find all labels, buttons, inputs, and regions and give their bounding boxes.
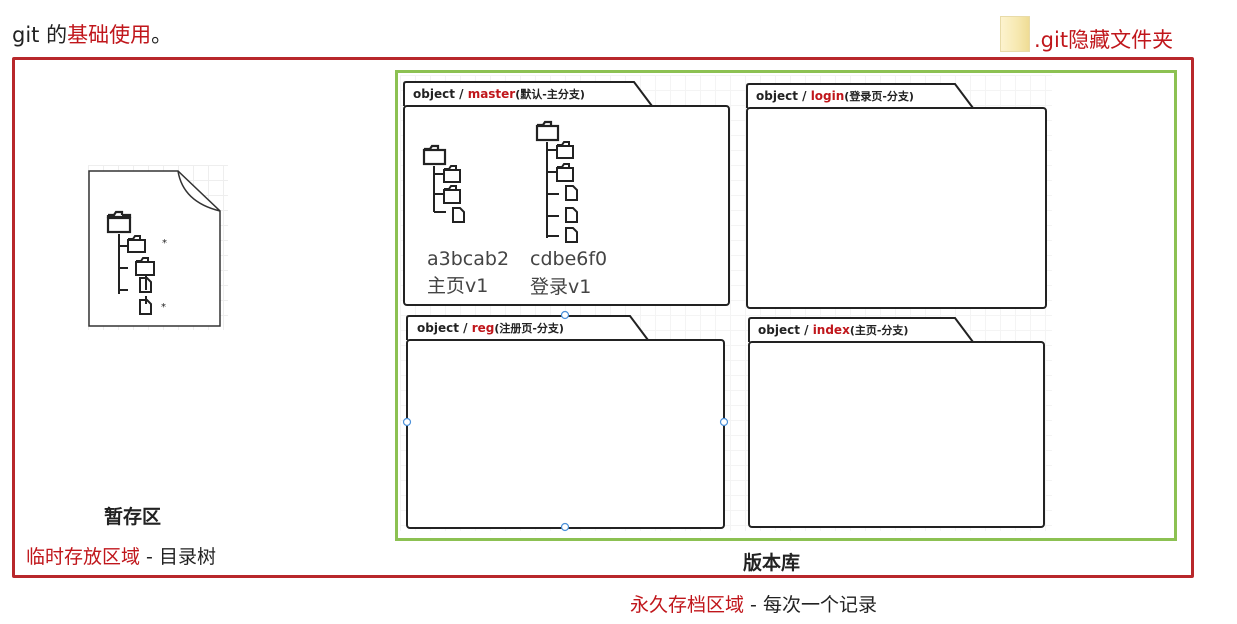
file-icon bbox=[452, 207, 465, 223]
staging-tree: * * bbox=[106, 210, 167, 315]
folder-icon bbox=[422, 144, 447, 166]
staging-label: 暂存区 bbox=[104, 506, 162, 528]
file-icon bbox=[139, 299, 152, 315]
branch-tab-label: object / login(登录页-分支) bbox=[756, 89, 914, 103]
branch-folder-master: object / master(默认-主分支) bbox=[403, 81, 730, 306]
branch-tab-label: object / index(主页-分支) bbox=[758, 323, 908, 337]
selection-handle[interactable] bbox=[560, 310, 570, 320]
commit-tree-a3bcab2 bbox=[422, 144, 465, 223]
git-area-frame bbox=[12, 57, 1194, 578]
branch-tab-label: object / reg(注册页-分支) bbox=[417, 321, 564, 335]
selection-handle[interactable] bbox=[560, 522, 570, 532]
folder-icon bbox=[556, 163, 574, 182]
branch-folder-reg: object / reg(注册页-分支) bbox=[402, 310, 729, 532]
folder-icon bbox=[443, 185, 461, 204]
file-icon bbox=[139, 277, 152, 293]
staging-caption-rest: 目录树 bbox=[158, 546, 216, 568]
selection-handle[interactable] bbox=[719, 417, 729, 427]
commit-tree-cdbe6f0 bbox=[535, 120, 578, 243]
folder-icon bbox=[127, 235, 146, 253]
title-prefix: git 的 bbox=[12, 23, 68, 47]
repository-caption-rest: 每次一个记录 bbox=[762, 594, 877, 616]
folder-icon bbox=[443, 165, 461, 183]
repository-frame bbox=[395, 70, 1177, 541]
staging-document-icon: * * bbox=[88, 170, 221, 327]
title-suffix: 。 bbox=[151, 23, 173, 47]
commit-message: 主页v1 bbox=[427, 275, 489, 297]
hidden-folder-icon bbox=[1000, 16, 1030, 52]
staging-caption-highlight: 临时存放区域 bbox=[26, 546, 141, 568]
branch-folder-login: object / login(登录页-分支) bbox=[746, 83, 1047, 309]
git-folder-text: .git隐藏文件夹 bbox=[1034, 28, 1174, 52]
file-icon bbox=[565, 207, 578, 223]
folder-icon bbox=[535, 120, 560, 142]
repository-caption-highlight: 永久存档区域 bbox=[630, 594, 745, 616]
repository-caption: 永久存档区域 - 每次一个记录 bbox=[630, 592, 877, 618]
commit-message: 登录v1 bbox=[530, 276, 592, 298]
title-highlight: 基础使用 bbox=[67, 23, 152, 47]
staging-caption: 临时存放区域 - 目录树 bbox=[26, 544, 216, 570]
commit-hash: a3bcab2 bbox=[427, 248, 510, 270]
repository-caption-sep: - bbox=[744, 594, 763, 616]
folder-icon bbox=[556, 141, 574, 159]
commit-hash: cdbe6f0 bbox=[530, 248, 608, 270]
staging-caption-sep: - bbox=[140, 546, 159, 568]
selection-handle[interactable] bbox=[402, 417, 412, 427]
folder-icon bbox=[106, 210, 132, 234]
page-title: git 的基础使用。 bbox=[12, 20, 172, 50]
file-icon bbox=[565, 227, 578, 243]
repository-label: 版本库 bbox=[743, 552, 801, 574]
modified-mark: * bbox=[161, 302, 166, 313]
branch-folder-index: object / index(主页-分支) bbox=[748, 317, 1045, 528]
file-icon bbox=[565, 185, 578, 201]
branch-tab-label: object / master(默认-主分支) bbox=[413, 87, 585, 101]
modified-mark: * bbox=[162, 238, 167, 249]
